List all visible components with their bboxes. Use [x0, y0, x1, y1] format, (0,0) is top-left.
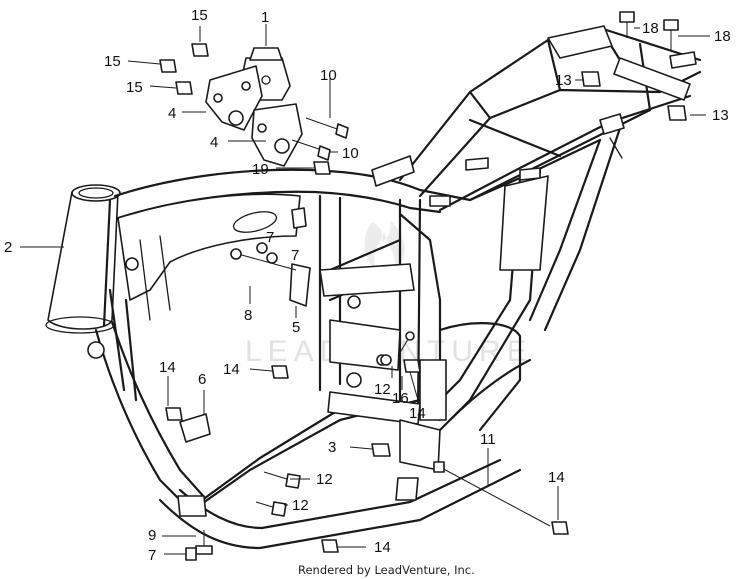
motorcycle-frame: [45, 25, 702, 550]
callout-14-e: 14: [374, 539, 391, 556]
callout-19: 19: [252, 161, 269, 178]
callout-6: 6: [198, 371, 206, 388]
callout-15-b: 15: [104, 53, 121, 70]
part-5-plate: [289, 263, 311, 307]
callout-9: 9: [148, 527, 156, 544]
callout-12-a: 12: [316, 471, 333, 488]
callout-7-b: 7: [291, 247, 299, 264]
callout-10-b: 10: [342, 145, 359, 162]
leader-lines: [20, 24, 710, 555]
callout-1: 1: [261, 9, 269, 26]
callout-14-a: 14: [159, 359, 176, 376]
callout-8: 8: [244, 307, 252, 324]
callout-14-b: 14: [223, 361, 240, 378]
callout-7-c: 7: [148, 547, 156, 564]
callout-7-a: 7: [266, 229, 274, 246]
callout-16: 16: [392, 390, 409, 407]
callout-15-c: 15: [126, 79, 143, 96]
callout-4-upper: 4: [168, 105, 176, 122]
callout-18-b: 18: [714, 28, 731, 45]
callout-4-lower: 4: [210, 134, 218, 151]
callout-14-d: 14: [548, 469, 565, 486]
callout-numbers: 1 2 3 4 4 5 6 7 7 7 8 9 10 10 11 12 12 1…: [4, 7, 731, 564]
loose-parts: [159, 11, 687, 561]
callout-15-a: 15: [191, 7, 208, 24]
callout-14-c: 14: [409, 405, 426, 422]
callout-11: 11: [480, 431, 496, 448]
callout-13-a: 13: [555, 72, 572, 89]
callout-12-b: 12: [292, 497, 309, 514]
callout-2: 2: [4, 239, 12, 256]
callout-13-b: 13: [712, 107, 729, 124]
render-credit: Rendered by LeadVenture, Inc.: [298, 563, 475, 577]
callout-10-a: 10: [320, 67, 337, 84]
part-4-bracket-lower: [251, 103, 303, 167]
callout-18-a: 18: [642, 20, 659, 37]
callout-12-c: 12: [374, 381, 391, 398]
callout-5: 5: [292, 319, 300, 336]
callout-3: 3: [328, 439, 336, 456]
